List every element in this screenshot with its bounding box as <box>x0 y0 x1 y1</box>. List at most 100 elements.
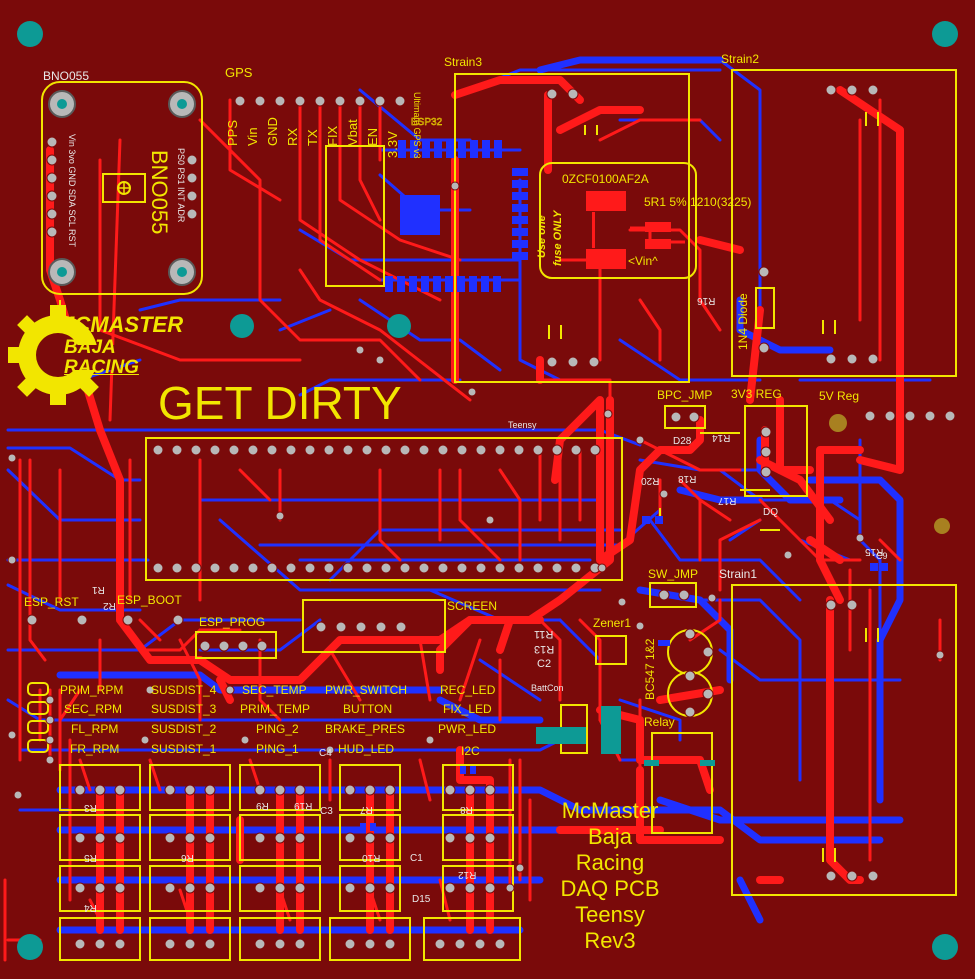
connector-label: FR_RPM <box>70 742 120 756</box>
bno055-chip-text: BNO055 <box>147 150 172 235</box>
bno055-pins-right: PS0 PS1 INT ADR <box>176 148 186 223</box>
connector-label: PRIM_TEMP <box>240 702 311 716</box>
connector-label: SEC_TEMP <box>242 683 307 697</box>
title-line-2: Baja <box>587 824 633 849</box>
diode-label: 1N4 Diode <box>736 293 750 350</box>
ref-dq: DQ <box>763 507 778 518</box>
esp-boot-label: ESP_BOOT <box>117 593 182 607</box>
gps-pin-label: EN <box>365 127 380 146</box>
ref-c2: C2 <box>537 658 552 670</box>
through-hole-pads <box>7 84 956 950</box>
connector-label: SUSDIST_3 <box>151 702 217 716</box>
gps-label: GPS <box>225 65 253 80</box>
bno055-label: BNO055 <box>43 69 90 83</box>
reg5v-label: 5V Reg <box>819 389 860 403</box>
screen-label: SCREEN <box>447 599 498 613</box>
strain2-label: Strain2 <box>721 52 760 66</box>
ref-r9: R9 <box>256 800 269 811</box>
connector-label: SEC_RPM <box>64 702 123 716</box>
fuse-note-2: fuse ONLY <box>552 210 564 266</box>
sw-jmp-label: SW_JMP <box>648 567 699 581</box>
title-line-3: Racing <box>575 850 645 875</box>
ref-r8: R8 <box>460 804 473 815</box>
ref-d28: D28 <box>673 436 692 447</box>
bpc-jmp-label: BPC_JMP <box>657 388 713 402</box>
connector-label: FIX_LED <box>443 702 492 716</box>
esp32-pads <box>360 140 888 831</box>
bc547-label: BC547 1&2 <box>643 638 657 700</box>
logo-gear <box>8 305 120 405</box>
logo-line-3: RACING <box>64 357 139 378</box>
connector-label: PING_1 <box>256 742 299 756</box>
title-line-6: Rev3 <box>584 928 636 953</box>
ref-r1: R1 <box>92 584 105 595</box>
title-line-4: DAQ PCB <box>560 876 660 901</box>
gps-pin-label: FIX <box>325 125 340 146</box>
connector-label: HUD_LED <box>338 742 395 756</box>
title-line-1: McMaster <box>561 798 659 823</box>
ref-r14: R14 <box>712 432 731 443</box>
ref-r12: R12 <box>458 869 477 880</box>
ref-r3: R3 <box>84 802 97 813</box>
ref-d15: D15 <box>412 894 431 905</box>
connector-label: PING_2 <box>256 722 299 736</box>
title-line-5: Teensy <box>575 902 645 927</box>
connector-label: PRIM_RPM <box>60 683 124 697</box>
ref-r13: R13 <box>534 643 555 655</box>
connector-label: PWR_SWITCH <box>325 683 407 697</box>
esp-rst-label: ESP_RST <box>24 595 79 609</box>
fuse-vin: <Vin^ <box>628 254 658 268</box>
fuse-footprint <box>586 191 685 269</box>
gps-pin-label: 3.3V <box>385 131 400 158</box>
ref-r17: R17 <box>718 495 737 506</box>
ref-r18: R18 <box>678 473 697 484</box>
connector-label: PWR_LED <box>438 722 497 736</box>
ref-r20: R20 <box>641 475 660 486</box>
ref-r7: R7 <box>360 804 373 815</box>
ref-r10: R10 <box>362 852 381 863</box>
fuse-resistor: 5R1 5% 1210(3225) <box>644 195 752 209</box>
gps-pin-label: GND <box>265 117 280 146</box>
ref-r11: R11 <box>534 628 554 640</box>
relay-label: Relay <box>644 715 675 729</box>
i2c-label: I2C <box>461 744 480 758</box>
logo-line-1: MCMASTER <box>56 312 184 337</box>
ref-r5: R5 <box>84 852 97 863</box>
ref-c4: C4 <box>319 748 332 759</box>
mount-holes <box>17 21 958 960</box>
bno055-pins-left: Vin 3vo GND SDA SCL RST <box>67 134 77 248</box>
gps-pin-label: TX <box>305 129 320 146</box>
ref-c1: C1 <box>410 853 423 864</box>
esp32-text: ESP32 <box>411 117 443 128</box>
relay-pads <box>536 706 715 766</box>
connector-label: BUTTON <box>343 702 393 716</box>
connector-label: SUSDIST_2 <box>151 722 217 736</box>
gps-pin-label: Vbat <box>345 119 360 146</box>
title-block: McMaster Baja Racing DAQ PCB Teensy Rev3 <box>556 798 664 954</box>
teensy-label: Teensy <box>508 420 537 430</box>
logo-line-2: BAJA <box>64 337 116 358</box>
gps-pin-label: Vin <box>245 127 260 146</box>
ref-r6: R6 <box>181 852 194 863</box>
ref-c3: C3 <box>320 806 333 817</box>
connector-label: BRAKE_PRES <box>325 722 406 736</box>
ref-r19: R19 <box>294 800 313 811</box>
connector-label: REC_LED <box>440 683 496 697</box>
ref-c9: C9 <box>876 551 888 561</box>
connector-label: SUSDIST_4 <box>151 683 217 697</box>
reg3v3-label: 3V3 REG <box>731 387 782 401</box>
connector-label: FL_RPM <box>71 722 119 736</box>
fuse-note-1: Use one <box>536 215 548 258</box>
zener-label: Zener1 <box>593 616 632 630</box>
battcon-label: BattCon <box>531 683 564 693</box>
ref-r4: R4 <box>84 902 97 913</box>
strain1-label: Strain1 <box>719 567 758 581</box>
connector-label: SUSDIST_1 <box>151 742 217 756</box>
fuse-part: 0ZCF0100AF2A <box>562 172 649 186</box>
gps-pin-label: PPS <box>225 119 240 146</box>
strain3-label: Strain3 <box>444 55 483 69</box>
silkscreen-outlines <box>27 69 957 961</box>
esp-prog-label: ESP_PROG <box>199 615 266 629</box>
